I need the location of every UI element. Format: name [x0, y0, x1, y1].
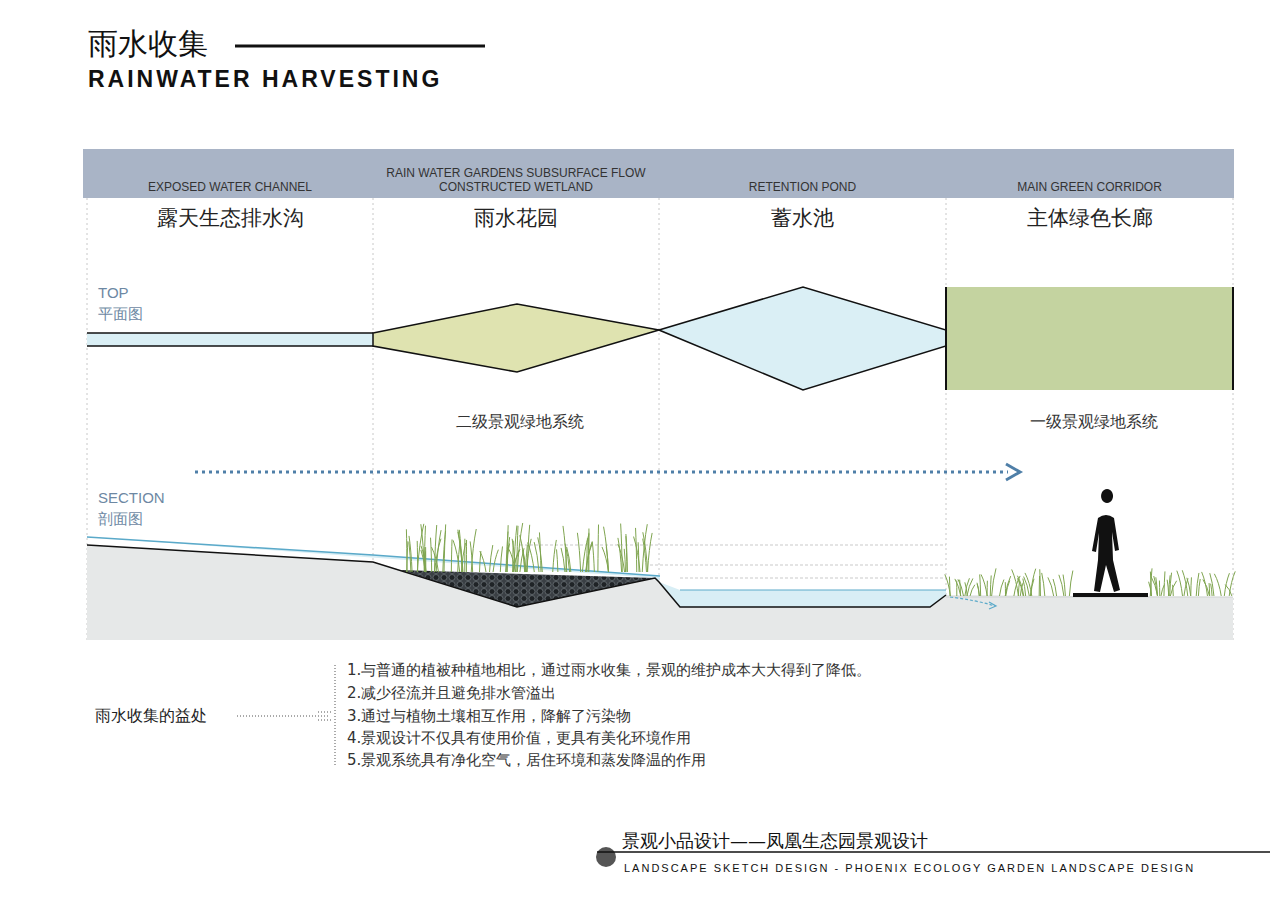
- header-band: [83, 149, 1234, 198]
- title-rule: [235, 45, 485, 48]
- column-chinese-label: 露天生态排水沟: [87, 204, 373, 232]
- system-label: 二级景观绿地系统: [452, 412, 588, 433]
- page-title: 雨水收集: [88, 24, 208, 65]
- flow-arrow: [195, 464, 1020, 480]
- plan-view: [87, 287, 1233, 390]
- header-column: RETENTION POND 蓄水池: [659, 150, 946, 240]
- benefit-item: 2.减少径流并且避免排水管溢出: [347, 684, 556, 703]
- benefit-item: 1.与普通的植被种植地相比，通过雨水收集，景观的维护成本大大得到了降低。: [347, 661, 871, 680]
- header-column: RAIN WATER GARDENS SUBSURFACE FLOW CONST…: [373, 150, 659, 240]
- page-subtitle: RAINWATER HARVESTING: [88, 66, 442, 93]
- column-english-label: MAIN GREEN CORRIDOR: [946, 154, 1233, 194]
- view-label: 剖面图: [98, 510, 143, 529]
- column-english-label: EXPOSED WATER CHANNEL: [87, 154, 373, 194]
- column-chinese-label: 蓄水池: [659, 204, 946, 232]
- benefit-item: 4.景观设计不仅具有使用价值，更具有美化环境作用: [347, 729, 691, 748]
- benefits-heading: 雨水收集的益处: [95, 706, 207, 727]
- benefit-item: 3.通过与植物土壤相互作用，降解了污染物: [347, 707, 631, 726]
- system-label: 一级景观绿地系统: [1026, 412, 1162, 433]
- leader-bracket: [237, 665, 335, 765]
- column-english-label: RETENTION POND: [659, 154, 946, 194]
- benefit-item: 5.景观系统具有净化空气，居住环境和蒸发降温的作用: [347, 751, 706, 770]
- column-dividers: [87, 198, 1233, 640]
- section-view: [87, 489, 1235, 640]
- column-chinese-label: 雨水花园: [373, 204, 659, 232]
- column-english-label: RAIN WATER GARDENS SUBSURFACE FLOW CONST…: [373, 154, 659, 194]
- footer-subtitle: LANDSCAPE SKETCH DESIGN - PHOENIX ECOLOG…: [624, 862, 1195, 874]
- view-label: TOP: [98, 284, 129, 301]
- footer-title: 景观小品设计——凤凰生态园景观设计: [622, 829, 928, 853]
- header-column: EXPOSED WATER CHANNEL 露天生态排水沟: [87, 150, 373, 240]
- view-label: SECTION: [98, 489, 165, 506]
- view-label: 平面图: [98, 305, 143, 324]
- column-chinese-label: 主体绿色长廊: [946, 204, 1233, 232]
- header-column: MAIN GREEN CORRIDOR 主体绿色长廊: [946, 150, 1233, 240]
